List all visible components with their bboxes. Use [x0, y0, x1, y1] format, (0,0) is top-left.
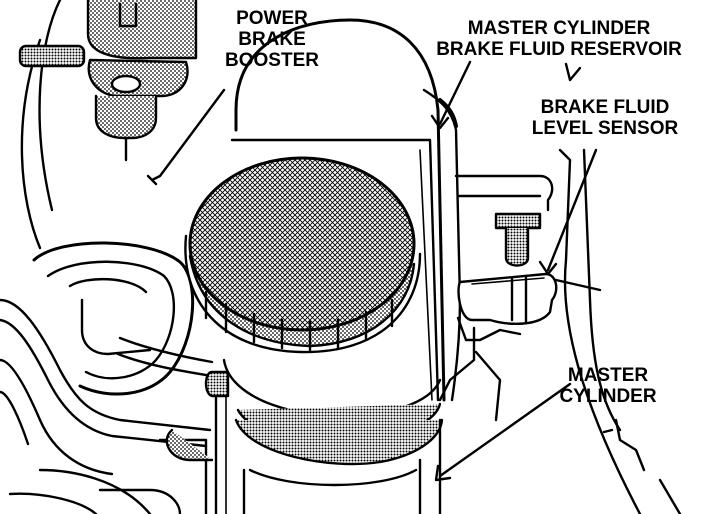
label-brake-fluid-reservoir: MASTER CYLINDER BRAKE FLUID RESERVOIR	[436, 18, 682, 60]
sensor-leader	[546, 148, 598, 272]
label-master-cylinder: MASTER CYLINDER	[559, 365, 657, 407]
booster-housing-outline	[20, 38, 42, 250]
master-cylinder-leader	[438, 382, 572, 478]
master-cylinder-body	[204, 358, 444, 514]
label-power-brake-booster: POWER BRAKE BOOSTER	[225, 8, 319, 71]
booster-check-valve	[18, 0, 198, 162]
lower-fittings	[8, 428, 214, 514]
booster-leader	[150, 88, 226, 182]
reservoir-cap	[184, 156, 422, 354]
vacuum-hose-loop	[0, 241, 214, 476]
reservoir-leader-2	[564, 62, 582, 82]
reservoir-leader	[438, 60, 472, 126]
label-brake-fluid-level-sensor: BRAKE FLUID LEVEL SENSOR	[531, 97, 679, 139]
right-mounting-bracket	[438, 148, 682, 514]
